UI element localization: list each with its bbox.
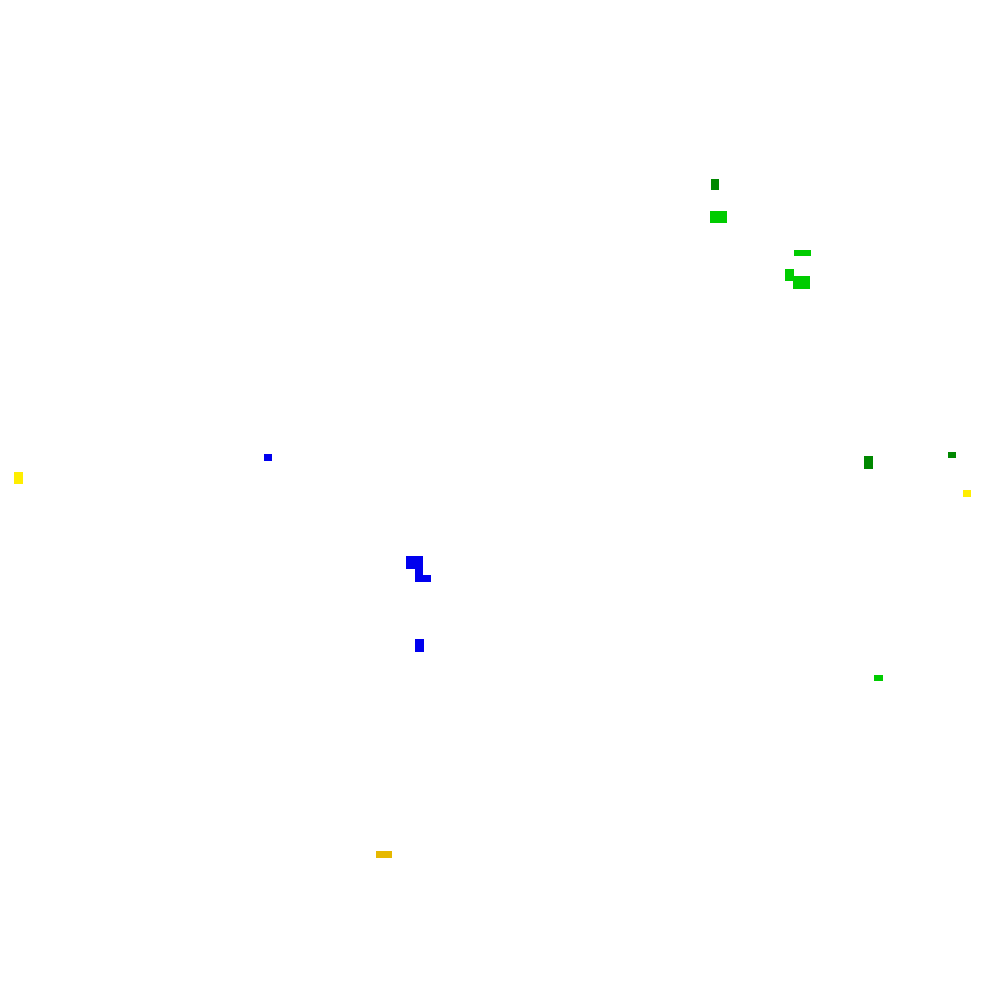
game-board xyxy=(14,179,971,858)
